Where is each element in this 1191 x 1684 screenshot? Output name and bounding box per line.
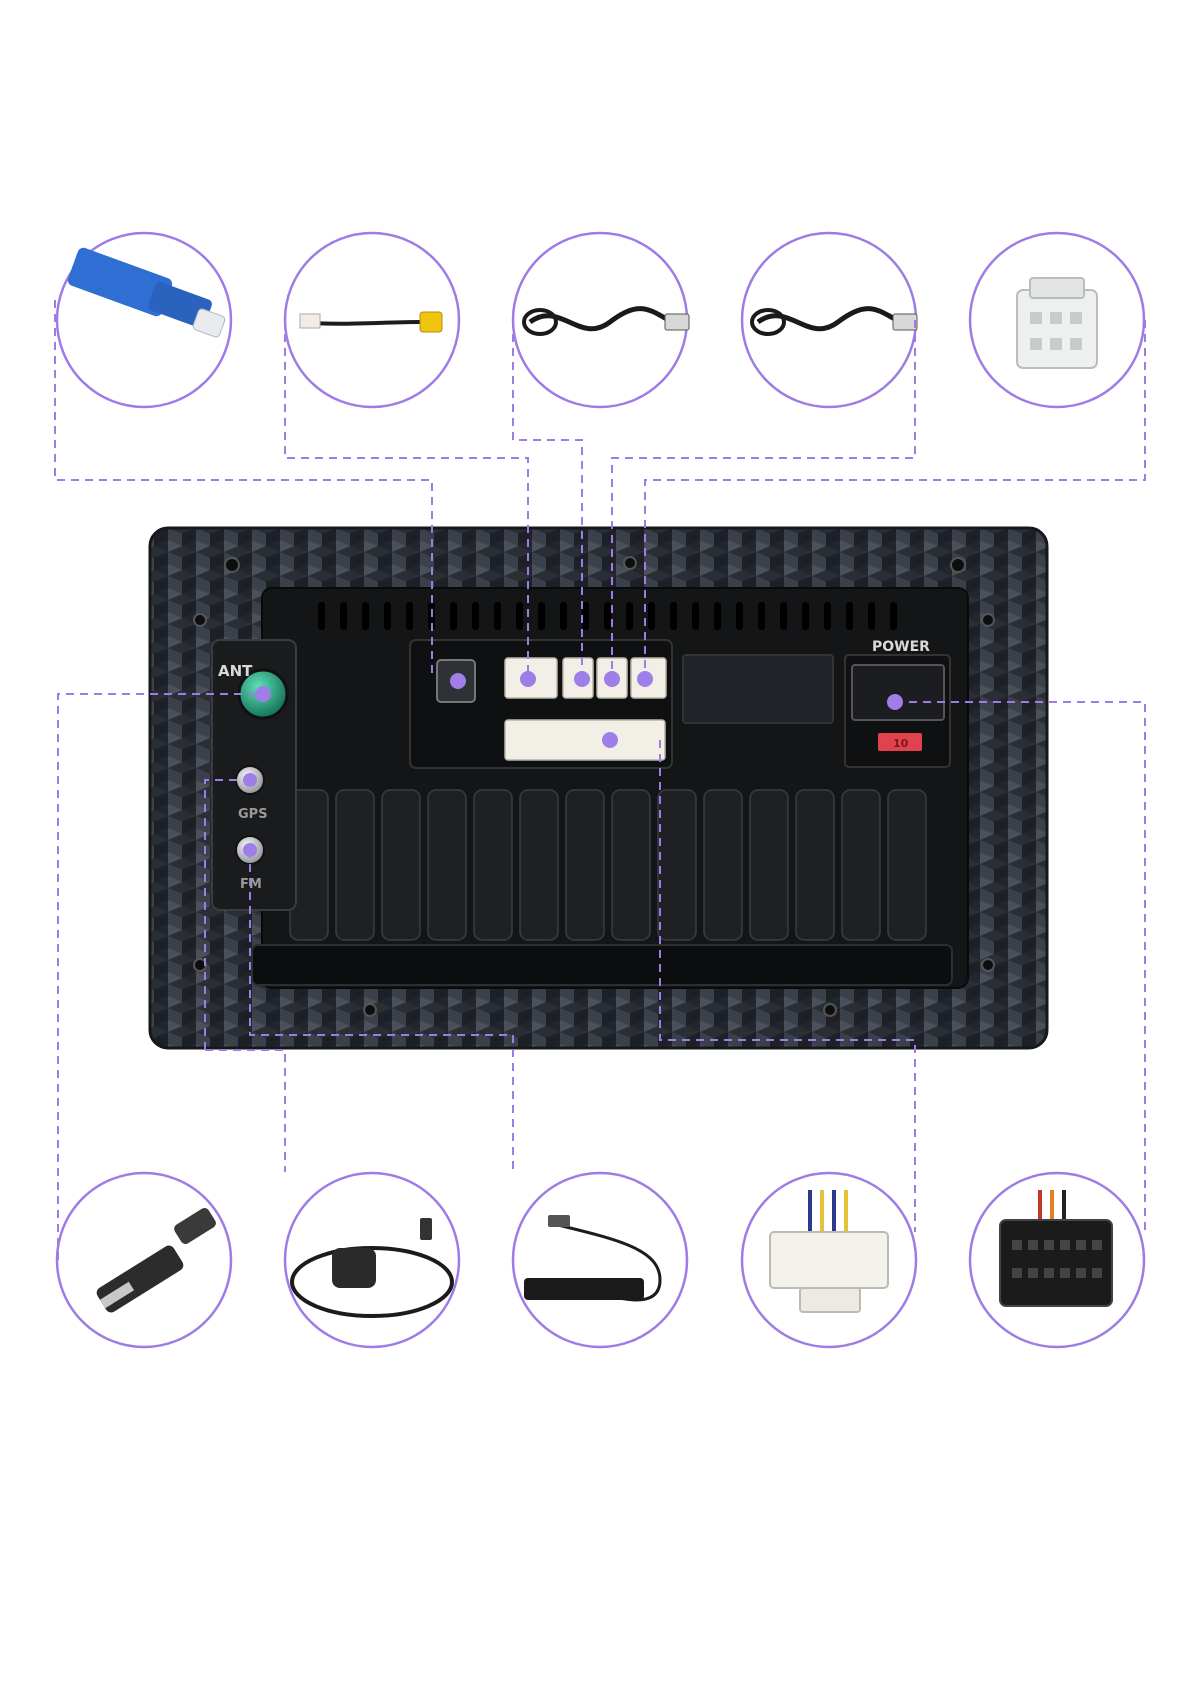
gps-label: GPS — [238, 807, 268, 822]
head-unit-back-panel — [150, 528, 1047, 1048]
ant-label: ANT — [218, 662, 253, 680]
power-label: POWER — [872, 639, 930, 655]
accessory-circle-usb2 — [742, 233, 916, 407]
accessory-circle-dab — [513, 1173, 687, 1347]
fuse-label: 10 — [893, 737, 909, 750]
accessory-circle-usb1 — [513, 233, 687, 407]
white-multi-pin-connector-icon — [1017, 278, 1097, 368]
harness-socket — [505, 720, 665, 760]
line-gps2 — [205, 1050, 285, 1172]
